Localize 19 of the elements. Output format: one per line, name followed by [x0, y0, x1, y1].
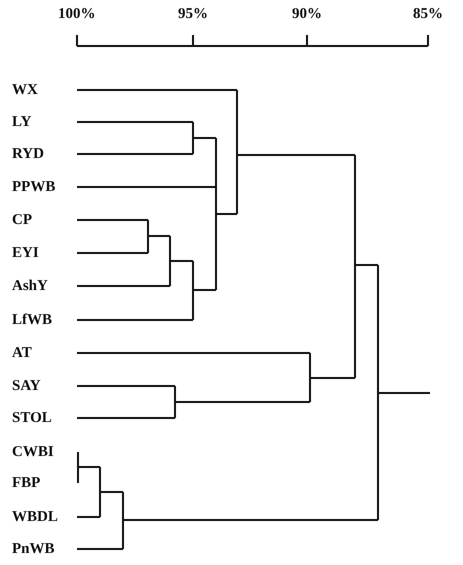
leaf-label: AT	[12, 345, 32, 361]
axis-tick-label: 90%	[292, 6, 322, 22]
leaf-label: PnWB	[12, 541, 55, 557]
leaf-label: WX	[12, 82, 38, 98]
axis-tick-label: 95%	[178, 6, 208, 22]
leaf-label: EYI	[12, 245, 39, 261]
leaf-label: LY	[12, 114, 32, 130]
leaf-label: SAY	[12, 378, 41, 394]
leaf-label: AshY	[12, 278, 48, 294]
leaf-label: PPWB	[12, 179, 56, 195]
leaf-label: LfWB	[12, 312, 52, 328]
leaf-label: CWBI	[12, 444, 54, 460]
axis-tick-label: 85%	[413, 6, 443, 22]
leaf-label: FBP	[12, 475, 40, 491]
axis-tick-label: 100%	[58, 6, 96, 22]
leaf-label: STOL	[12, 410, 52, 426]
leaf-label: WBDL	[12, 509, 58, 525]
leaf-label: CP	[12, 212, 32, 228]
leaf-label: RYD	[12, 146, 44, 162]
